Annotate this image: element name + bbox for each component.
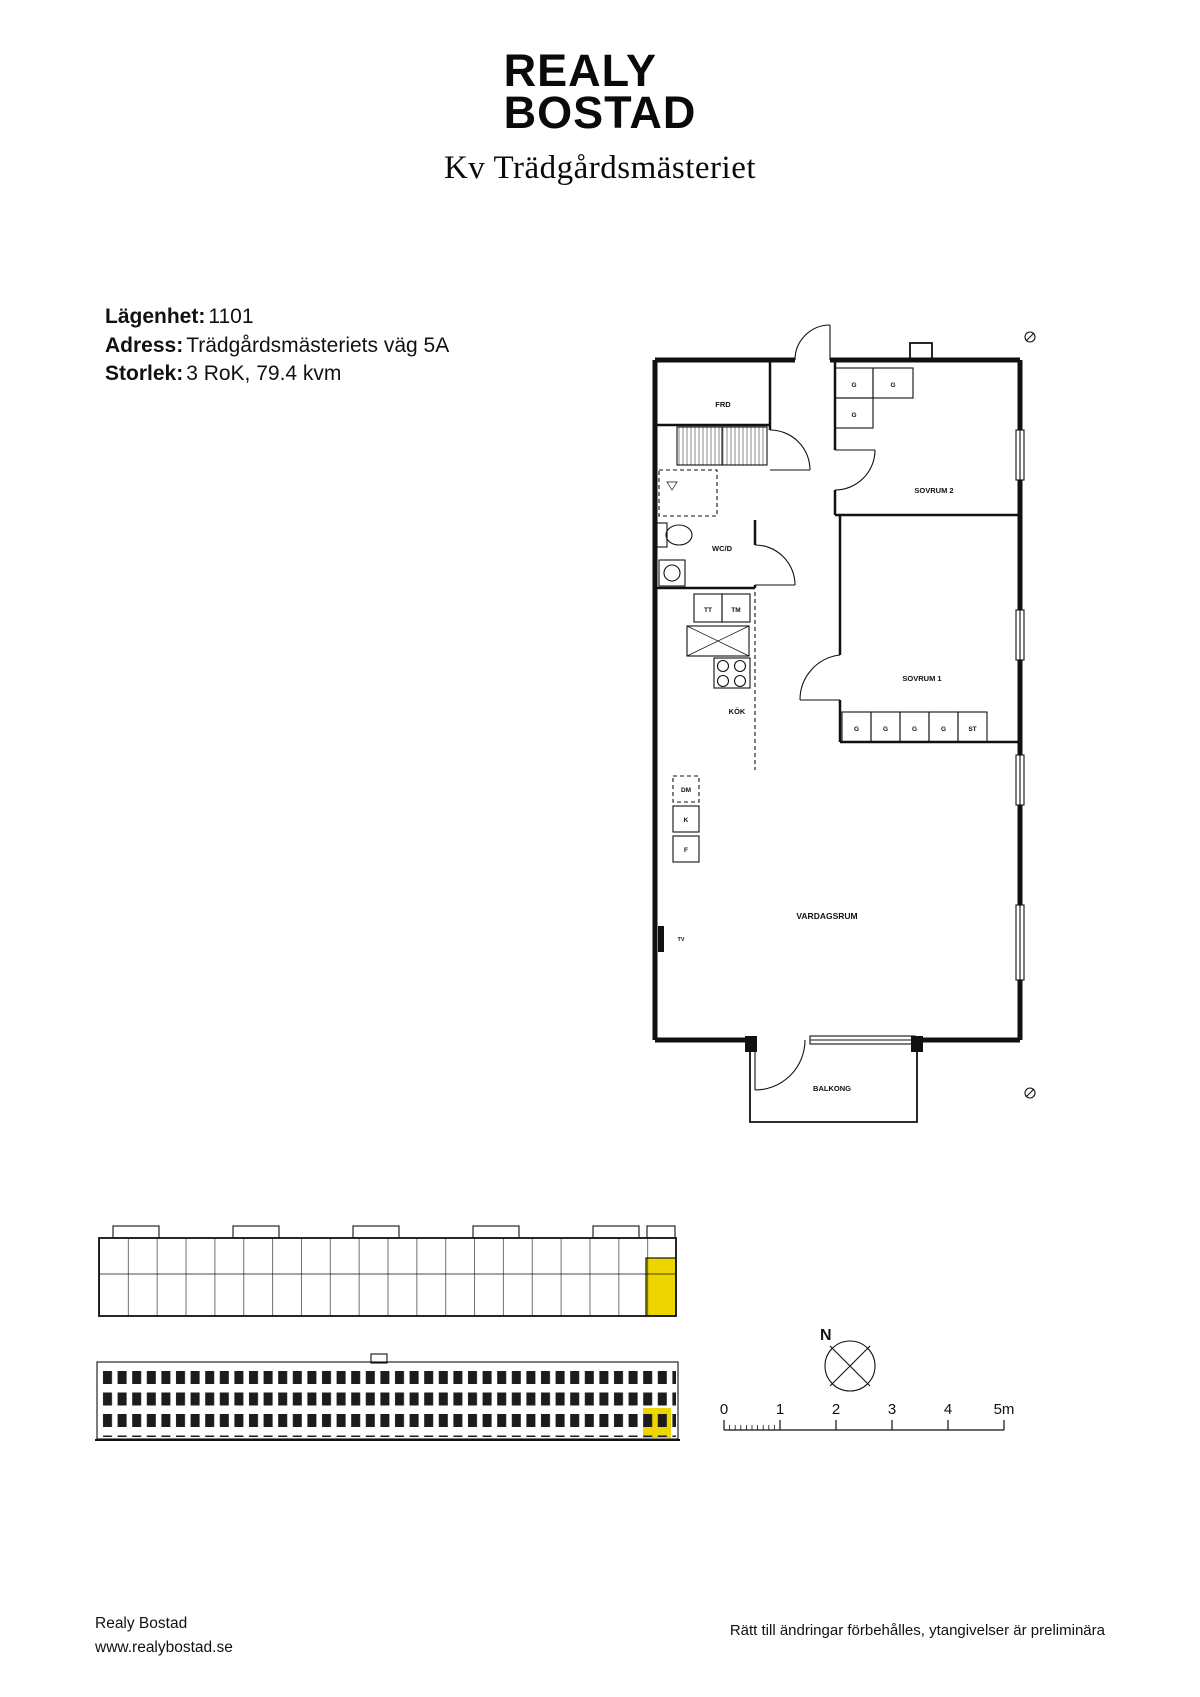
- room-label-balkong: BALKONG: [813, 1084, 851, 1093]
- footer-company-block: Realy Bostad www.realybostad.se: [95, 1612, 233, 1660]
- room-label-frd: FRD: [715, 400, 731, 409]
- fixture-label-tv: TV: [677, 937, 684, 943]
- fixture-label-f: F: [684, 847, 688, 854]
- scale-ruler: [723, 1420, 1005, 1431]
- address-row: Adress:Trädgårdsmästeriets väg 5A: [105, 332, 449, 361]
- sink-icon: [658, 559, 686, 587]
- building-elevation: [95, 1353, 680, 1441]
- room-label-kok: KÖK: [729, 707, 746, 716]
- scale-tick-3: 3: [888, 1401, 896, 1418]
- wardrobe-label-g: G: [851, 382, 856, 389]
- footer-disclaimer: Rätt till ändringar förbehålles, ytangiv…: [729, 1622, 1105, 1639]
- floorplan-drawing: FRD WC/D TT TM KÖK DM K F SOVRUM 2 SOVRU…: [652, 324, 1036, 1123]
- fixture-label-k: K: [684, 817, 689, 824]
- scale-tick-1: 1: [776, 1401, 784, 1418]
- wardrobe-label-g: G: [883, 726, 888, 733]
- stove-icon: [713, 657, 751, 689]
- wardrobe-label-g: G: [941, 726, 946, 733]
- wardrobe-label-g: G: [890, 382, 895, 389]
- size-label: Storlek:: [105, 362, 184, 385]
- wardrobe-label-g: G: [912, 726, 917, 733]
- brand-logo: REALY BOSTAD: [0, 45, 1200, 138]
- interior-walls: [655, 360, 1020, 744]
- site-plan-building: [98, 1225, 677, 1317]
- scale-tick-5: 5m: [994, 1401, 1015, 1418]
- apartment-number-value: 1101: [208, 305, 254, 328]
- apartment-number-label: Lägenhet:: [105, 305, 206, 328]
- project-title: Kv Trädgårdsmästeriet: [443, 150, 757, 186]
- compass-cross: [829, 1345, 871, 1387]
- section-markers: [1024, 331, 1036, 1099]
- outer-walls: [652, 357, 1023, 1043]
- tv-outlet-icon: [658, 926, 664, 952]
- interior-doors: [754, 429, 876, 1091]
- hall-closet: [676, 426, 768, 466]
- footer-website: www.realybostad.se: [95, 1639, 233, 1656]
- wardrobe-label-g: G: [854, 726, 859, 733]
- brand-line-1: REALY: [503, 45, 658, 96]
- shaft: [658, 469, 718, 517]
- apartment-info: Lägenhet:1101 Adress:Trädgårdsmästeriets…: [105, 303, 449, 389]
- size-value: 3 RoK, 79.4 kvm: [186, 362, 342, 385]
- room-label-sovrum1: SOVRUM 1: [902, 674, 941, 683]
- brand-line-2: BOSTAD: [503, 87, 697, 138]
- footer-company: Realy Bostad: [95, 1615, 188, 1632]
- building-site-plan: [98, 1225, 677, 1317]
- laundry-machines: [686, 593, 751, 657]
- compass: N: [820, 1327, 876, 1392]
- room-label-wcd: WC/D: [712, 544, 733, 553]
- entrance-door: [794, 324, 831, 361]
- wardrobe-label-g: G: [851, 412, 856, 419]
- size-row: Storlek:3 RoK, 79.4 kvm: [105, 360, 449, 389]
- scale-tick-2: 2: [832, 1401, 840, 1418]
- compass-north-label: N: [820, 1327, 832, 1344]
- wardrobe-label-st: ST: [968, 726, 976, 733]
- windows: [809, 429, 1025, 1045]
- scale-bar: 0 1 2 3 4 5m: [720, 1401, 1015, 1431]
- room-label-sovrum2: SOVRUM 2: [914, 486, 953, 495]
- scale-tick-4: 4: [944, 1401, 952, 1418]
- facade-notch: [909, 342, 933, 361]
- elevation-facade: [95, 1353, 680, 1441]
- compass-circle: [824, 1340, 876, 1392]
- balcony-outline: [745, 1036, 923, 1123]
- fixture-label-tm: TM: [731, 607, 740, 614]
- address-value: Trädgårdsmästeriets väg 5A: [186, 333, 450, 357]
- toilet-icon: [656, 522, 693, 548]
- scale-tick-0: 0: [720, 1401, 728, 1418]
- room-label-vardagsrum: VARDAGSRUM: [796, 911, 857, 921]
- wardrobes-sovrum2: [834, 367, 914, 429]
- kitchen-appliances: [672, 775, 700, 863]
- address-label: Adress:: [105, 333, 184, 357]
- fixture-label-dm: DM: [681, 787, 691, 794]
- fixture-label-tt: TT: [704, 607, 712, 614]
- apartment-number-row: Lägenhet:1101: [105, 303, 449, 332]
- wardrobes-sovrum1: [841, 711, 988, 743]
